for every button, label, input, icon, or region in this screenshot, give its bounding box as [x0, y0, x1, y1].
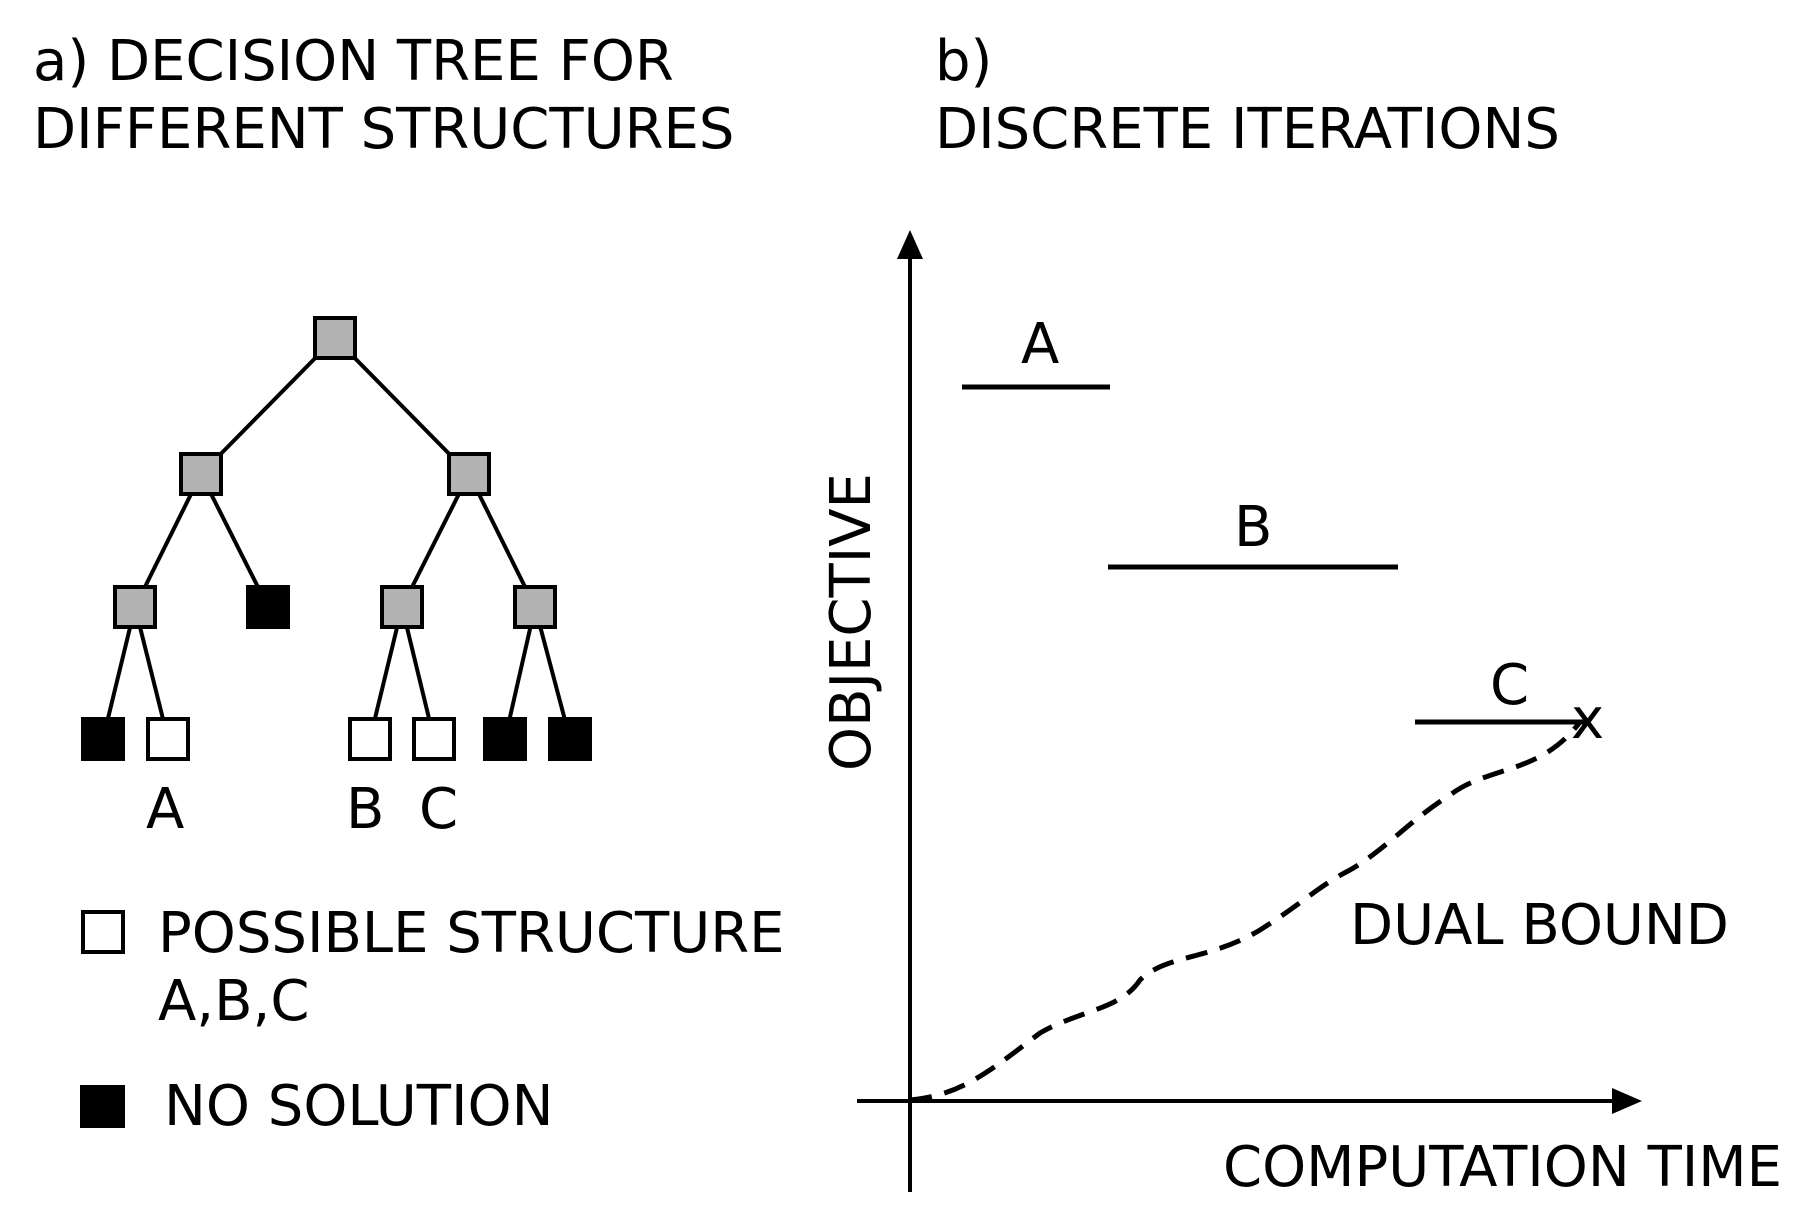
panel-a: a) DECISION TREE FOR DIFFERENT STRUCTURE…: [33, 29, 785, 1139]
legend: POSSIBLE STRUCTURE A,B,C NO SOLUTION: [80, 901, 785, 1139]
tree-node-level2-1: [113, 585, 157, 629]
iterate-c-label: C: [1490, 653, 1529, 718]
panel-b: b) DISCRETE ITERATIONS OBJECTIVE COMPUTA…: [819, 29, 1782, 1200]
tree-leaf-6-no-solution: [548, 717, 592, 761]
dual-bound-end-marker: x: [1571, 687, 1604, 752]
tree-leaf-c-possible: [412, 717, 456, 761]
x-axis-label: COMPUTATION TIME: [1223, 1135, 1782, 1200]
legend-possible-line2: A,B,C: [158, 969, 309, 1034]
leaf-label-a: A: [146, 777, 184, 842]
tree-edges: [101, 336, 572, 740]
axes: [857, 255, 1615, 1192]
tree-nodes: [81, 316, 592, 761]
panel-b-title-line2: DISCRETE ITERATIONS: [935, 97, 1560, 162]
tree-leaf-1-no-solution: [81, 717, 125, 761]
legend-possible-swatch: [81, 910, 125, 954]
x-axis-arrowhead: [1612, 1088, 1642, 1114]
legend-no-solution-label: NO SOLUTION: [164, 1074, 553, 1139]
legend-possible-line1: POSSIBLE STRUCTURE: [158, 901, 785, 966]
tree-leaf-b-possible: [348, 717, 392, 761]
leaf-label-b: B: [346, 777, 384, 842]
panel-b-title-line1: b): [935, 29, 992, 94]
tree-leaf-a-possible: [146, 717, 190, 761]
panel-a-title-line2: DIFFERENT STRUCTURES: [33, 97, 734, 162]
iterate-b-label: B: [1234, 495, 1272, 560]
iterate-a-label: A: [1021, 312, 1059, 377]
leaf-label-c: C: [419, 777, 458, 842]
legend-no-solution-swatch: [80, 1085, 125, 1128]
tree-node-level2-3: [380, 585, 424, 629]
tree-node-level1-left: [179, 452, 223, 496]
y-axis-label: OBJECTIVE: [819, 473, 884, 771]
tree-node-level2-4: [513, 585, 557, 629]
tree-leaf-5-no-solution: [483, 717, 527, 761]
tree-node-level2-2-no-solution: [246, 585, 290, 629]
panel-a-title-line1: a) DECISION TREE FOR: [33, 29, 674, 94]
dual-bound-label: DUAL BOUND: [1350, 893, 1729, 958]
dual-bound-curve: [909, 720, 1582, 1103]
y-axis-arrowhead: [897, 230, 923, 259]
tree-node-level1-right: [447, 452, 491, 496]
iterate-levels: [962, 384, 1590, 725]
tree-node-root: [313, 316, 357, 360]
